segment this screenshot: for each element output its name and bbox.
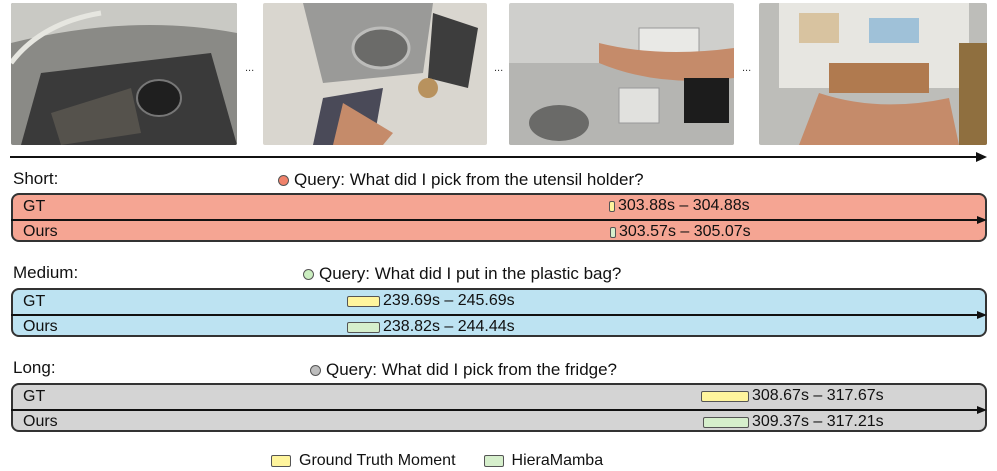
section-label-medium: Medium:: [13, 263, 79, 282]
gt-chip-short: [609, 200, 615, 212]
ours-range-text-medium: 238.82s – 244.44s: [383, 318, 515, 335]
ours-range-text-long: 309.37s – 317.21s: [752, 413, 884, 430]
row-label-gt-short: GT: [23, 198, 46, 215]
legend-label-ours: HieraMamba: [511, 452, 604, 469]
query-dot-medium: [303, 268, 314, 280]
query-dot-short: [278, 174, 289, 186]
row-label-gt-medium: GT: [23, 293, 46, 310]
video-frame-2: [263, 3, 487, 145]
band-long: GT Ours 308.67s – 317.67s 309.37s – 317.…: [11, 383, 987, 432]
section-label-short: Short:: [13, 169, 59, 188]
legend-item-gt: Ground Truth Moment: [271, 452, 456, 470]
legend-swatch-ours: [483, 455, 504, 467]
ellipsis-3: ...: [742, 62, 752, 74]
ours-chip-long: [703, 416, 749, 428]
ellipsis-2: ...: [494, 62, 504, 74]
band-medium: GT Ours 239.69s – 245.69s 238.82s – 244.…: [11, 288, 987, 337]
query-text-short: Query: What did I pick from the utensil …: [294, 170, 644, 189]
video-frame-4: [759, 3, 987, 145]
gt-range-medium: 239.69s – 245.69s: [347, 292, 515, 310]
ours-range-text-short: 303.57s – 305.07s: [619, 223, 751, 240]
query-text-medium: Query: What did I put in the plastic bag…: [319, 264, 622, 283]
timeline-arrow: [10, 152, 987, 162]
query-dot-long: [310, 364, 321, 376]
band-short: GT Ours 303.88s – 304.88s 303.57s – 305.…: [11, 193, 987, 242]
band-arrow-short: [11, 216, 987, 224]
ours-chip-medium: [347, 321, 380, 333]
band-arrow-medium: [11, 311, 987, 319]
ours-range-long: 309.37s – 317.21s: [703, 413, 884, 431]
ours-range-short: 303.57s – 305.07s: [610, 223, 751, 241]
gt-chip-medium: [347, 295, 380, 307]
gt-range-long: 308.67s – 317.67s: [701, 387, 884, 405]
video-frame-1: [11, 3, 237, 145]
gt-range-short: 303.88s – 304.88s: [609, 197, 750, 215]
gt-range-text-long: 308.67s – 317.67s: [752, 387, 884, 404]
legend-item-ours: HieraMamba: [483, 452, 604, 470]
row-label-ours-short: Ours: [23, 223, 58, 240]
legend-label-gt: Ground Truth Moment: [299, 452, 456, 469]
ours-range-medium: 238.82s – 244.44s: [347, 318, 515, 336]
legend-swatch-gt: [271, 455, 291, 467]
video-frame-3: [509, 3, 734, 145]
band-arrow-long: [11, 406, 987, 414]
ours-chip-short: [610, 226, 616, 238]
row-label-ours-long: Ours: [23, 413, 58, 430]
gt-range-text-short: 303.88s – 304.88s: [618, 197, 750, 214]
row-label-ours-medium: Ours: [23, 318, 58, 335]
query-short: Query: What did I pick from the utensil …: [278, 170, 644, 190]
query-text-long: Query: What did I pick from the fridge?: [326, 360, 618, 379]
query-long: Query: What did I pick from the fridge?: [310, 360, 617, 380]
gt-chip-long: [701, 390, 749, 402]
gt-range-text-medium: 239.69s – 245.69s: [383, 292, 515, 309]
query-medium: Query: What did I put in the plastic bag…: [303, 264, 621, 284]
ellipsis-1: ...: [245, 62, 255, 74]
row-label-gt-long: GT: [23, 388, 46, 405]
section-label-long: Long:: [13, 358, 56, 377]
legend: Ground Truth Moment HieraMamba: [271, 452, 631, 470]
